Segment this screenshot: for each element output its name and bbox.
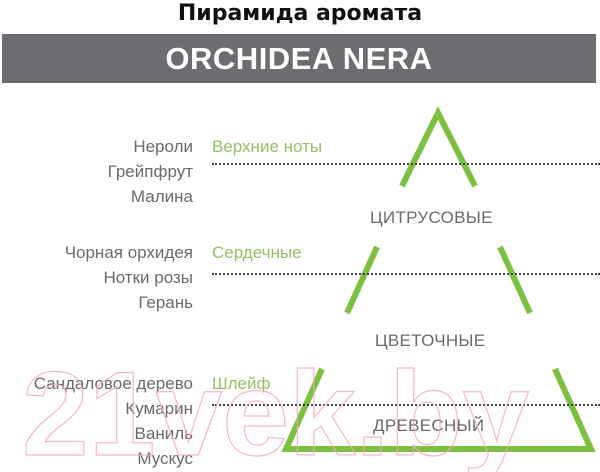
note-item: Мускус [137,449,193,468]
bottom-trapezoid-shape [281,367,596,452]
tier-2-notes: Чорная орхидея Нотки розы Герань [65,240,193,315]
note-item: Нотки розы [103,268,193,287]
note-item: Грейпфрут [107,162,193,181]
tier-3-family: ДРЕВЕСНЫЙ [373,416,485,435]
page-title: Пирамида аромата [177,1,423,26]
product-name: ORCHIDEA NERA [165,40,433,76]
tier-1-family: ЦИТРУСОВЫЕ [370,208,493,227]
tier-1-divider [212,163,600,165]
note-item: Нероли [133,137,193,156]
middle-right-segment [497,245,533,315]
tier-3-notes: Сандаловое дерево Кумарин Ваниль Мускус [34,371,193,471]
top-triangle-shape [399,106,478,188]
tier-1-label: Верхние ноты [212,137,323,156]
product-banner: ORCHIDEA NERA [2,34,596,83]
middle-left-segment [344,245,380,315]
note-item: Сандаловое дерево [33,374,193,393]
note-item: Малина [130,187,193,206]
note-item: Ваниль [134,424,193,443]
watermark-text: 21vek.by [22,347,529,472]
tier-2-divider [212,273,600,275]
note-item: Кумарин [125,399,193,418]
tier-2-label: Сердечные [212,243,302,262]
tier-3-divider [212,404,600,406]
tier-3-label: Шлейф [212,374,271,393]
note-item: Герань [138,293,193,312]
tier-1-notes: Нероли Грейпфрут Малина [108,134,193,209]
note-item: Чорная орхидея [64,243,193,262]
tier-2-family: ЦВЕТОЧНЫЕ [375,331,486,350]
